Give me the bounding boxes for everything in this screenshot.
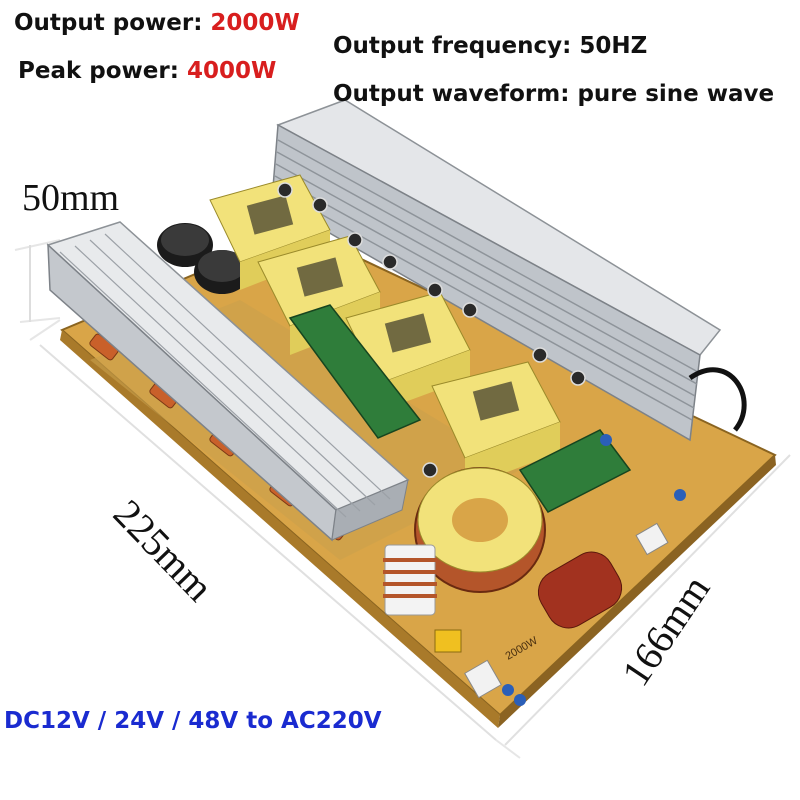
- dimension-lines: [14, 239, 791, 759]
- output-waveform-spec: Output waveform: pure sine wave: [333, 81, 775, 107]
- filter-coil: [383, 544, 437, 616]
- box-capacitor: [434, 629, 462, 653]
- peak-power-label: Peak power:: [18, 58, 187, 84]
- front-heatsink: [46, 221, 410, 542]
- voltage-spec: DC12V / 24V / 48V to AC220V: [4, 708, 382, 734]
- output-power-label: Output power:: [14, 10, 211, 36]
- output-power-value: 2000W: [210, 10, 300, 36]
- peak-power-spec: Peak power: 4000W: [18, 58, 276, 84]
- transformers: [209, 174, 561, 488]
- output-cable: [688, 367, 747, 432]
- bulk-capacitors: [157, 223, 250, 294]
- control-board: [288, 304, 632, 513]
- output-frequency-spec: Output frequency: 50HZ: [333, 33, 648, 59]
- toroidal-coil: [414, 467, 546, 593]
- output-power-spec: Output power: 2000W: [14, 10, 300, 36]
- connectors: [464, 522, 669, 699]
- small-capacitors: [277, 182, 586, 478]
- peak-power-value: 4000W: [186, 58, 277, 84]
- film-capacitor: [537, 551, 623, 629]
- ceramic-capacitors: [502, 434, 686, 706]
- rear-heatsink: [271, 99, 722, 442]
- height-dimension: 50mm: [22, 177, 120, 219]
